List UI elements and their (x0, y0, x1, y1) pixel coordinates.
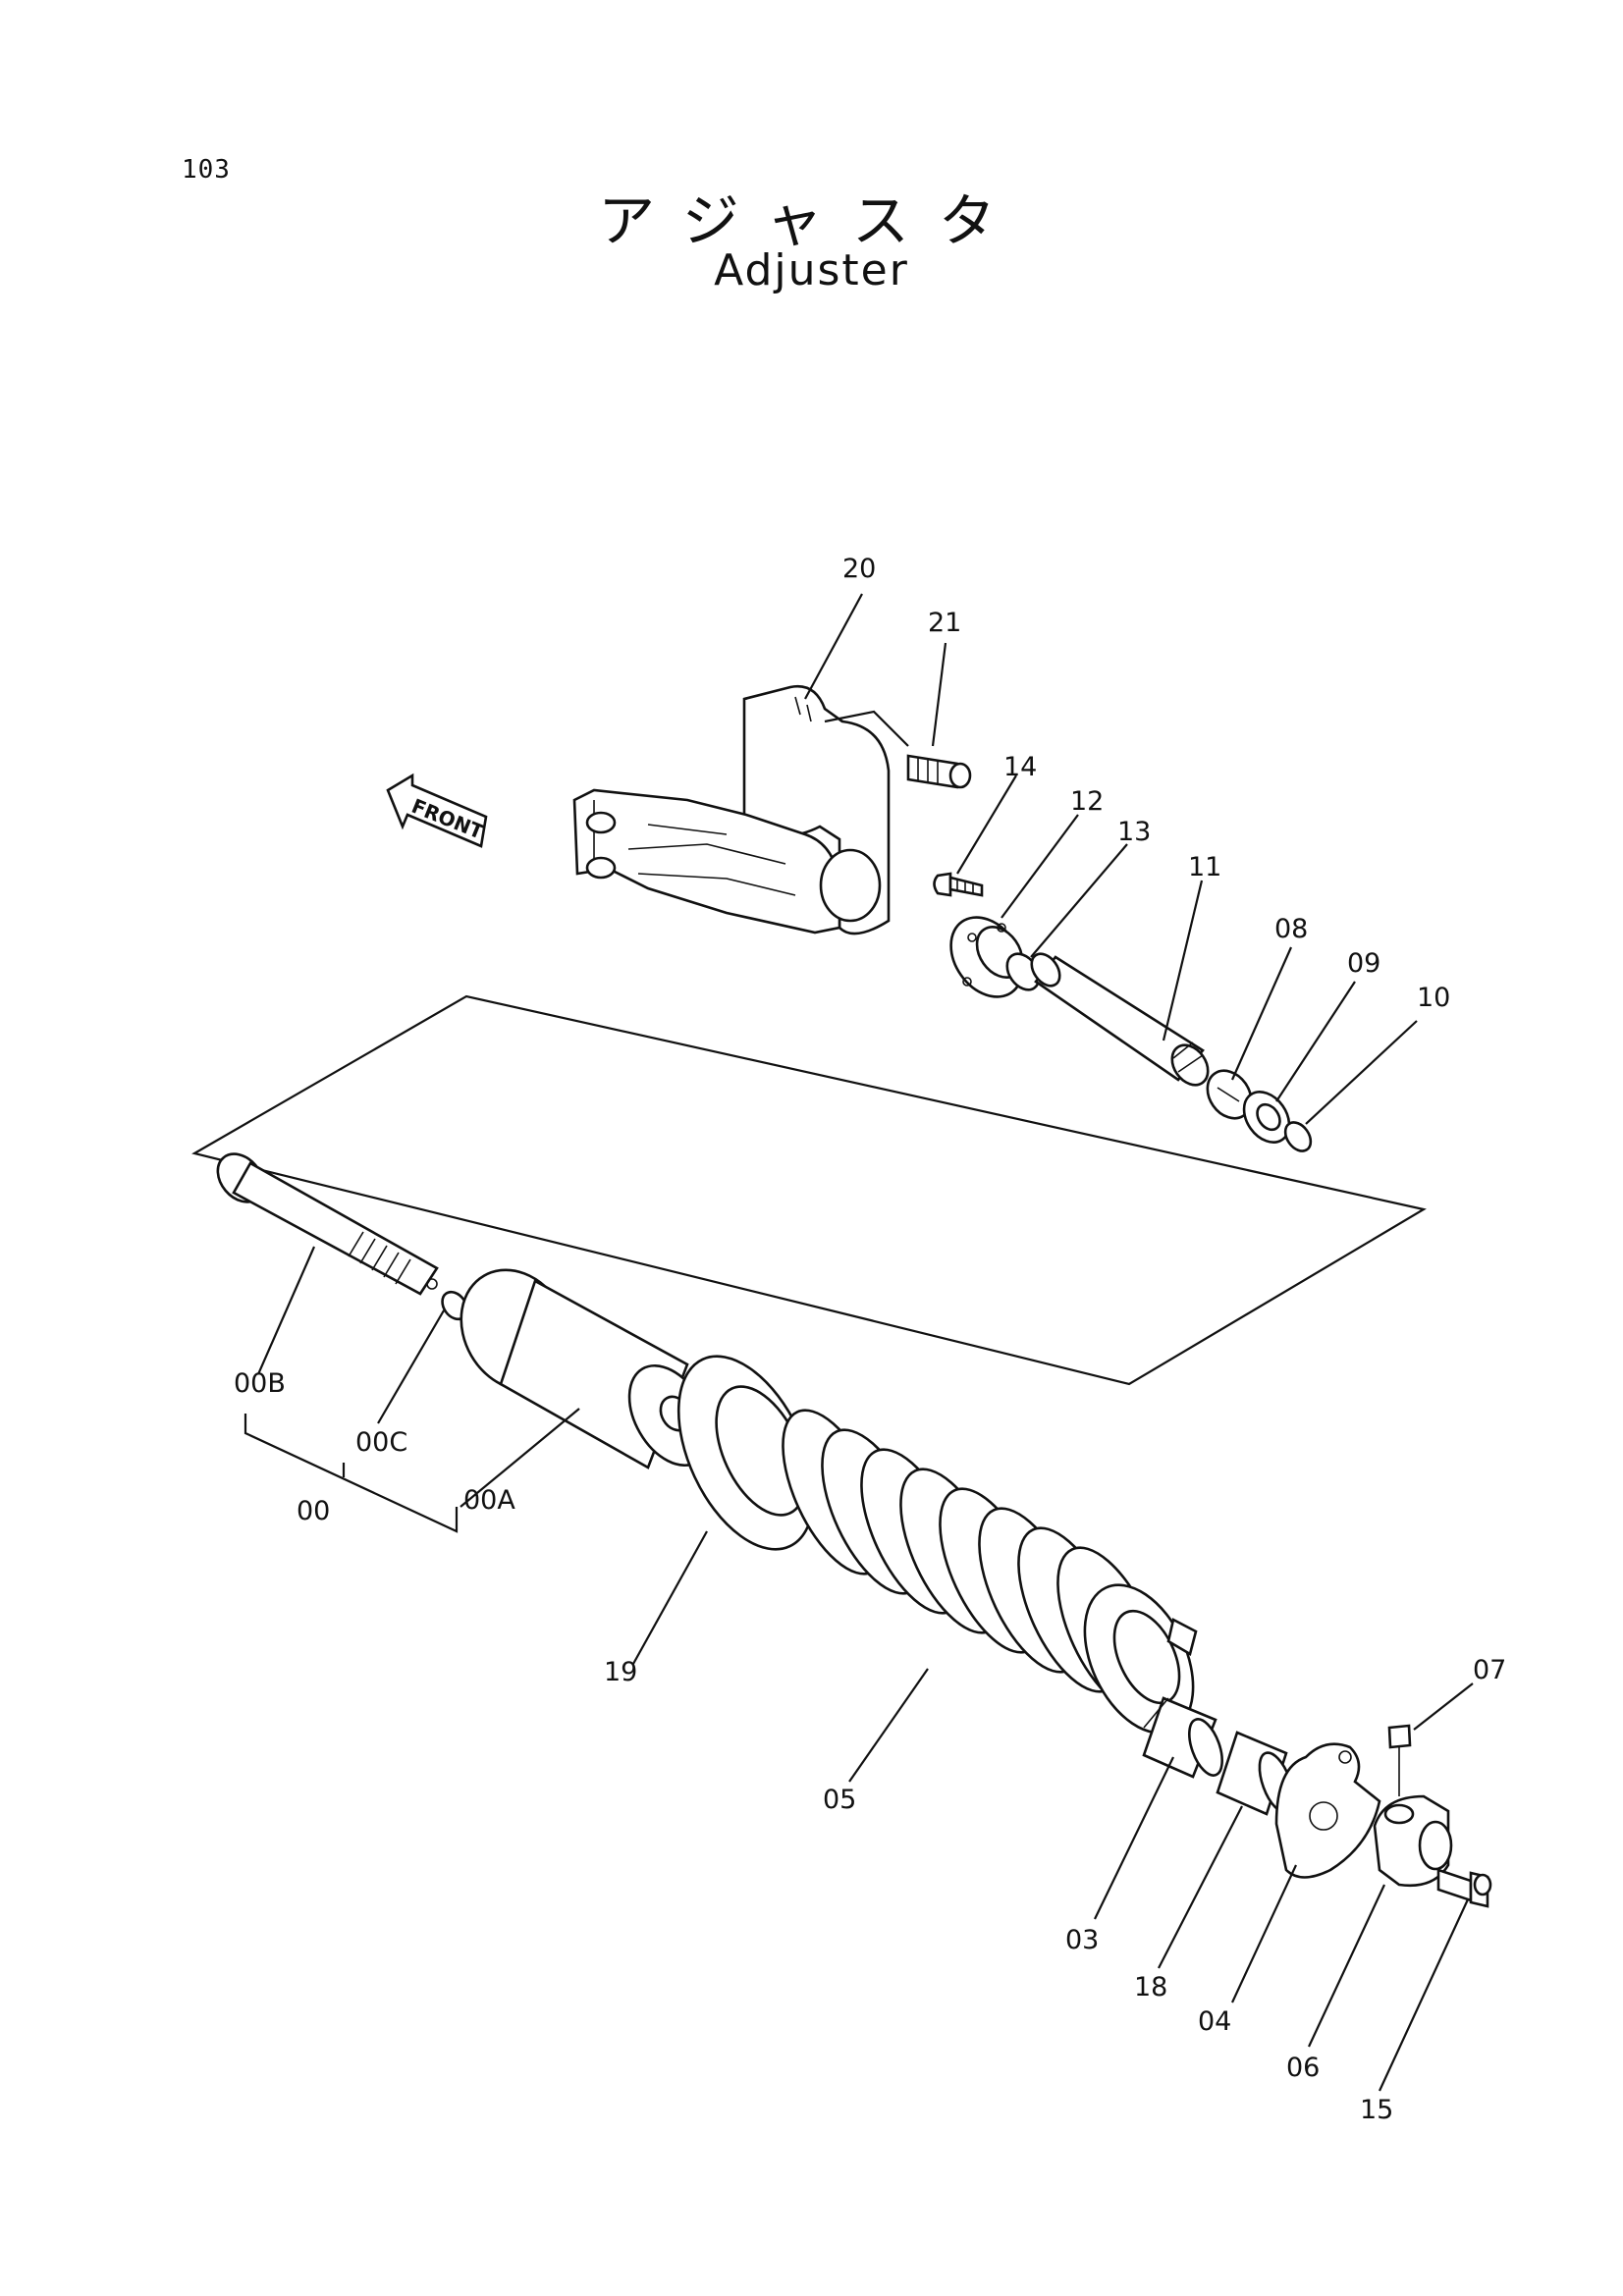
front-arrow: FRONT (386, 773, 488, 848)
block-part-06 (1373, 1794, 1453, 1888)
leader-lines (243, 593, 1474, 2092)
callout-09: 09 (1347, 948, 1380, 979)
callout-15: 15 (1360, 2095, 1393, 2125)
callout-19: 19 (604, 1657, 637, 1687)
assembly-frame (191, 994, 1427, 1386)
rod-part-00B (216, 1152, 439, 1296)
packing-part-09 (1242, 1091, 1291, 1144)
title-english: Adjuster (714, 245, 909, 295)
bolt-part-21 (824, 710, 972, 789)
callout-13: 13 (1117, 817, 1151, 847)
grease-fitting-part-07 (1387, 1724, 1412, 1796)
callout-00A: 00A (463, 1485, 515, 1516)
callout-04: 04 (1198, 2006, 1231, 2037)
bolt-part-14 (933, 872, 984, 897)
callout-03: 03 (1065, 1925, 1099, 1955)
callout-00B: 00B (234, 1368, 286, 1399)
bracket-part-20 (572, 684, 891, 935)
collar-part-19 (676, 1355, 816, 1551)
callout-00C: 00C (355, 1427, 407, 1458)
callout-labels: 20 21 14 12 13 11 08 09 10 00B 00C 00 00… (234, 554, 1506, 2125)
callout-06: 06 (1286, 2053, 1320, 2083)
plate-part-04 (1274, 1742, 1381, 1879)
callout-05: 05 (823, 1785, 856, 1815)
callout-10: 10 (1417, 983, 1450, 1013)
callout-00: 00 (297, 1496, 330, 1526)
callout-12: 12 (1070, 786, 1104, 817)
page-number: 103 (182, 155, 231, 185)
callout-14: 14 (1003, 752, 1037, 782)
title-japanese: アジャスタ (598, 187, 1025, 254)
spring-part-05 (782, 1409, 1198, 1735)
callout-20: 20 (842, 554, 876, 584)
callout-07: 07 (1473, 1655, 1506, 1685)
rod-part-11 (1030, 952, 1210, 1087)
sleeve-part-03 (1142, 1696, 1223, 1779)
snap-ring-part-10 (1283, 1121, 1313, 1152)
valve-part-15 (1436, 1868, 1492, 1908)
callout-08: 08 (1274, 914, 1308, 944)
callout-11: 11 (1188, 852, 1221, 882)
callout-21: 21 (928, 608, 961, 638)
callout-18: 18 (1134, 1972, 1167, 2002)
